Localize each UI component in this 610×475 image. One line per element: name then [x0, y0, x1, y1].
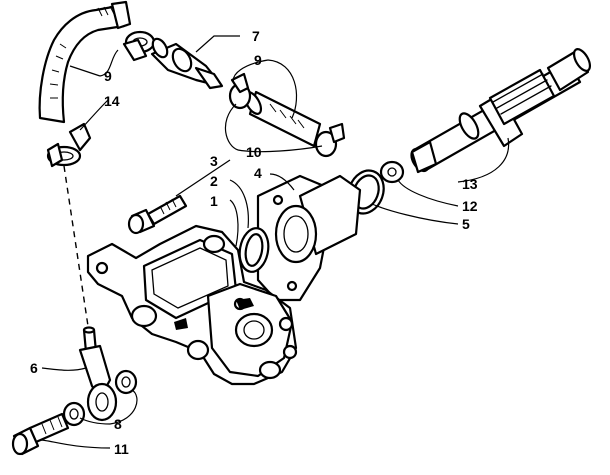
callout-3: 3: [210, 153, 218, 169]
callout-14: 14: [104, 93, 120, 109]
gasket: [238, 227, 270, 273]
callout-12: 12: [462, 198, 478, 214]
callout-9-left: 9: [104, 68, 112, 84]
callout-5: 5: [462, 216, 470, 232]
banjo-bolt: [11, 412, 70, 456]
washer-12: [379, 160, 405, 184]
washer-8-left: [62, 401, 86, 427]
drive-shaft: [410, 48, 592, 174]
bolt-3: [127, 194, 188, 235]
banjo-fitting: [78, 326, 118, 422]
callout-7: 7: [252, 28, 260, 44]
callout-9-right: 9: [254, 52, 262, 68]
hose: [38, 0, 132, 124]
leader-lines: [39, 35, 510, 449]
callout-labels: 1 2 3 4 5 6 7 8 9 9 10 11 12 13 14: [30, 28, 478, 457]
housing-cover: [256, 174, 362, 302]
small-hose: [243, 90, 322, 148]
hose-clamp-10-right: [314, 122, 346, 158]
washer-8-right: [114, 369, 138, 395]
hose-routing-line: [63, 165, 89, 327]
hose-clamp-upper: [122, 30, 156, 62]
callout-1: 1: [210, 193, 218, 209]
callout-11: 11: [114, 441, 129, 457]
hose-clamp-lower: [46, 122, 92, 168]
fitting: [150, 37, 224, 90]
callout-2: 2: [210, 173, 218, 189]
callout-10: 10: [246, 144, 262, 160]
callout-8: 8: [114, 416, 122, 432]
callout-6: 6: [30, 360, 38, 376]
oil-pump-body: [86, 224, 298, 386]
callout-13: 13: [462, 176, 478, 192]
hose-clamp-10-left: [228, 72, 252, 110]
callout-4: 4: [254, 165, 262, 181]
